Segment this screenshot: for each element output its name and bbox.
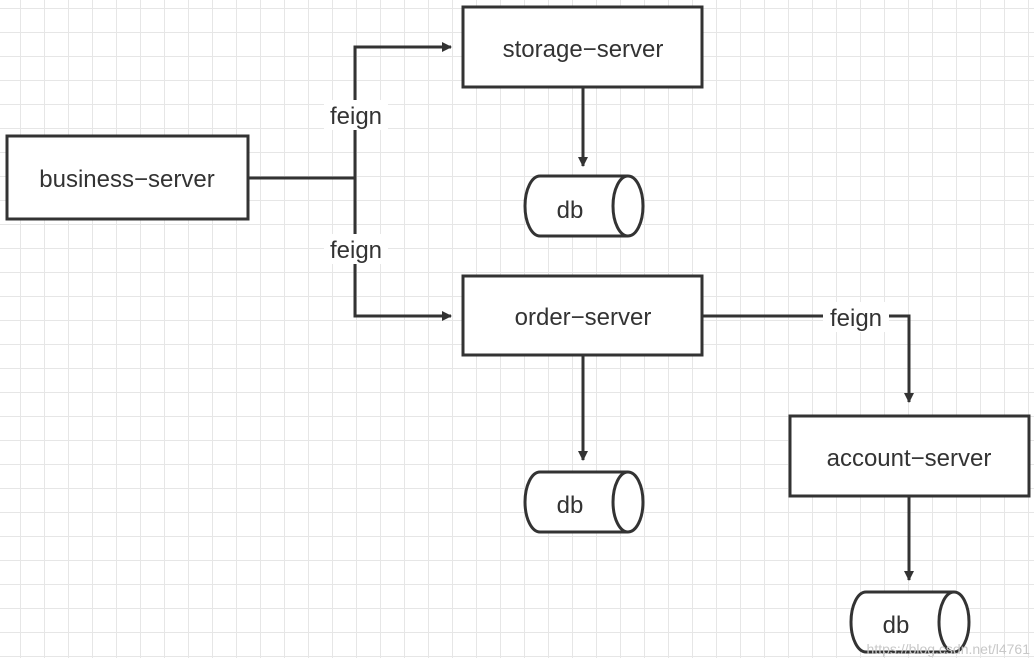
node-order-server: order−server [461, 274, 704, 357]
edge-label-feign-account: feign [830, 305, 882, 332]
node-storage-server-label: storage−server [503, 36, 664, 63]
db-account: db [849, 590, 971, 654]
db-order: db [523, 470, 645, 534]
node-order-server-label: order−server [515, 304, 652, 331]
node-account-server: account−server [788, 414, 1031, 498]
db-storage-label: db [557, 197, 584, 224]
node-business-server-label: business−server [39, 166, 214, 193]
edge-label-feign-storage: feign [330, 103, 382, 130]
edge-label-feign-order: feign [330, 237, 382, 264]
node-business-server: business−server [5, 134, 250, 221]
node-account-server-label: account−server [827, 445, 992, 472]
db-account-label: db [883, 612, 910, 639]
edge-business-to-order [353, 178, 452, 321]
node-storage-server: storage−server [461, 5, 704, 89]
db-order-label: db [557, 492, 584, 519]
edge-order-to-account [703, 314, 914, 403]
watermark-text: https://blog.csdn.net/l4761 [867, 641, 1031, 657]
db-storage: db [523, 174, 645, 238]
